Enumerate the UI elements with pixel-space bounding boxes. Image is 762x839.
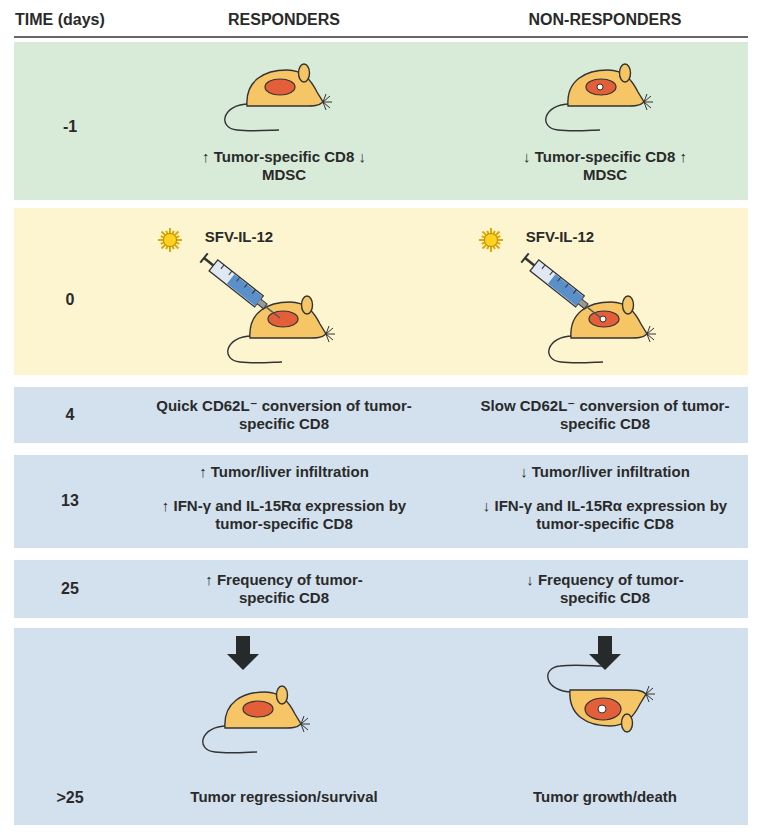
time-band: 0 SFV-IL-12 SFV-IL-12 [14,208,748,375]
finding-text: ↓ Frequency of tumor-specific CD8 [505,571,705,607]
finding-text: ↑ Frequency of tumor-specific CD8 [184,571,384,607]
finding-text: Tumor growth/death [533,788,677,806]
time-band: >25 Tumor regression/survival Tumor growth… [14,628,748,825]
finding-text: SFV-IL-12 [205,228,273,246]
time-band: 4 Quick CD62L⁻ conversion of tumor-specif… [14,387,748,443]
time-label: 0 [66,290,75,309]
column-heading: RESPONDERS [228,10,340,29]
finding-text: ↓ Tumor/liver infiltration [520,463,690,481]
finding-text: ↑ Tumor/liver infiltration [199,463,369,481]
finding-text: Slow CD62L⁻ conversion of tumor-specific… [475,397,735,433]
finding-text: Quick CD62L⁻ conversion of tumor-specifi… [154,397,414,433]
time-label: -1 [63,117,77,136]
finding-text: ↑ Tumor-specific CD8 ↓ MDSC [189,148,379,184]
finding-text: SFV-IL-12 [526,228,594,246]
time-label: 25 [61,579,79,598]
finding-text: Tumor regression/survival [190,788,377,806]
finding-text: ↑ IFN-γ and IL-15Rα expression by tumor-… [150,497,418,533]
column-heading: TIME (days) [15,10,105,29]
time-label: 4 [66,405,75,424]
finding-text: ↓ Tumor-specific CD8 ↑ MDSC [510,148,700,184]
column-heading: NON-RESPONDERS [529,10,682,29]
header-rule [14,36,748,38]
time-label: 13 [61,491,79,510]
finding-text: ↓ IFN-γ and IL-15Rα expression by tumor-… [471,497,739,533]
time-label: >25 [56,788,83,807]
time-band: -1 ↑ Tumor-specific CD8 ↓ MDSC ↓ Tumor-spe… [14,42,748,200]
time-band: 13 ↑ Tumor/liver infiltration ↑ IFN-γ and … [14,455,748,548]
time-band: 25 ↑ Frequency of tumor-specific CD8 ↓ Fre… [14,560,748,618]
